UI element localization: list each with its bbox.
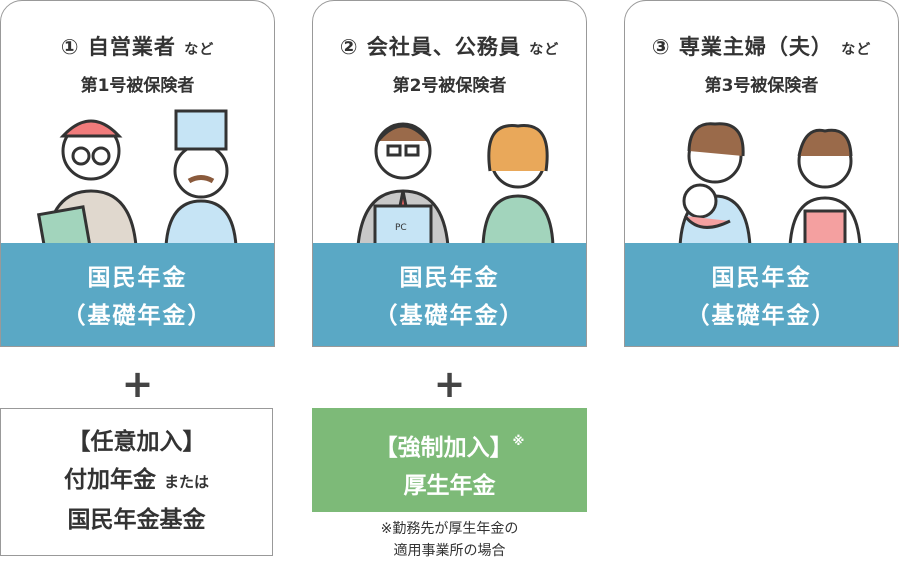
national-pension-band: 国民年金（基礎年金） bbox=[1, 243, 274, 346]
svg-text:PC: PC bbox=[395, 223, 407, 233]
card-title: ③ 専業主婦（夫） など bbox=[651, 35, 872, 59]
card-subtitle: 第1号被保険者 bbox=[80, 76, 195, 96]
national-pension-band: 国民年金（基礎年金） bbox=[313, 243, 586, 346]
card-category-3: ③ 専業主婦（夫） など 第3号被保険者 国民年金（基礎年金） bbox=[624, 0, 899, 347]
card-category-1: ① 自営業者 など 第1号被保険者 国民年金（基礎年金） bbox=[0, 0, 275, 347]
card-title: ① 自営業者 など bbox=[60, 35, 215, 59]
plus-sign: + bbox=[121, 362, 154, 406]
footnote: ※勤務先が厚生年金の適用事業所の場合 bbox=[380, 521, 519, 559]
employee-illustration: PC bbox=[356, 122, 555, 246]
self-employed-illustration bbox=[36, 109, 238, 246]
national-pension-band: 国民年金（基礎年金） bbox=[625, 243, 898, 346]
card-subtitle: 第3号被保険者 bbox=[704, 76, 819, 96]
optional-enrollment-box: 【任意加入】 付加年金 または 国民年金基金 bbox=[0, 408, 273, 556]
plus-sign: + bbox=[433, 362, 466, 406]
mandatory-enrollment-box: 【強制加入】※ 厚生年金 bbox=[312, 408, 587, 512]
card-category-2: ② 会社員、公務員 など 第2号被保険者 PC 国民年金（基礎年金） bbox=[312, 0, 587, 347]
card-subtitle: 第2号被保険者 bbox=[392, 76, 507, 96]
homemaker-illustration bbox=[678, 122, 862, 246]
card-title: ② 会社員、公務員 など bbox=[339, 35, 560, 59]
